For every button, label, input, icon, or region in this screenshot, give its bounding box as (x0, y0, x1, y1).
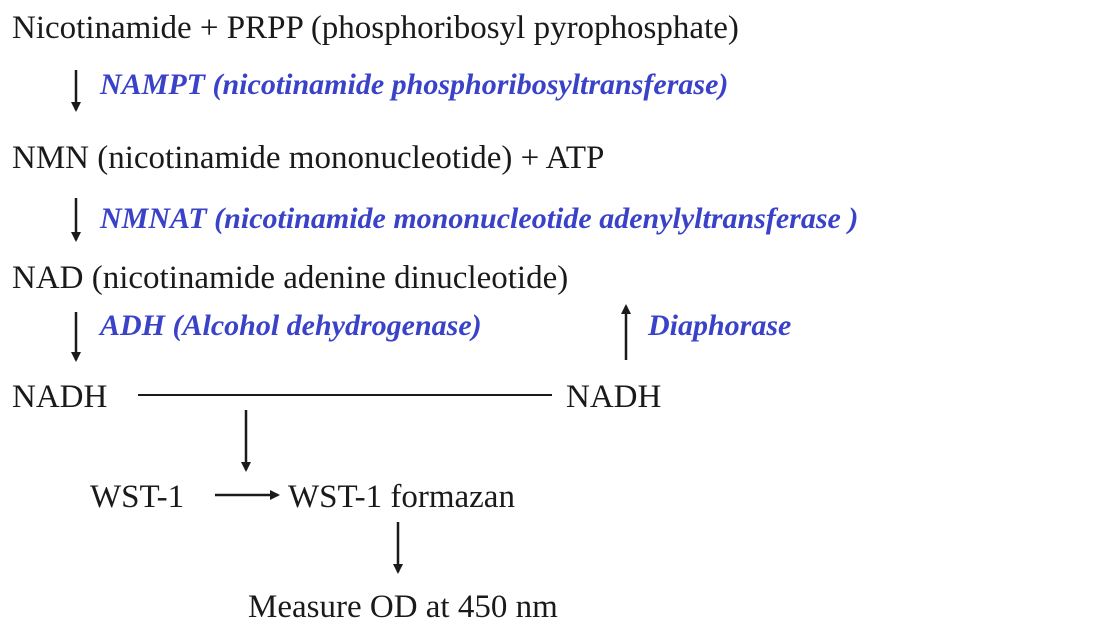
substrate-label: Nicotinamide + PRPP (phosphoribosyl pyro… (12, 10, 739, 46)
enzyme-adh-label: ADH (Alcohol dehydrogenase) (100, 309, 482, 342)
wst1-label: WST-1 (90, 479, 185, 515)
formazan-label: WST-1 formazan (288, 479, 515, 515)
nadh-right-label: NADH (566, 379, 662, 415)
enzyme-diaphorase-label: Diaphorase (648, 309, 792, 342)
nad-label: NAD (nicotinamide adenine dinucleotide) (12, 260, 569, 296)
nmn-label: NMN (nicotinamide mononucleotide) + ATP (12, 140, 605, 176)
nadh-left-label: NADH (12, 379, 108, 415)
enzyme-nmnat-label: NMNAT (nicotinamide mononucleotide adeny… (100, 202, 859, 235)
enzyme-nampt-label: NAMPT (nicotinamide phosphoribosyltransf… (100, 68, 729, 101)
